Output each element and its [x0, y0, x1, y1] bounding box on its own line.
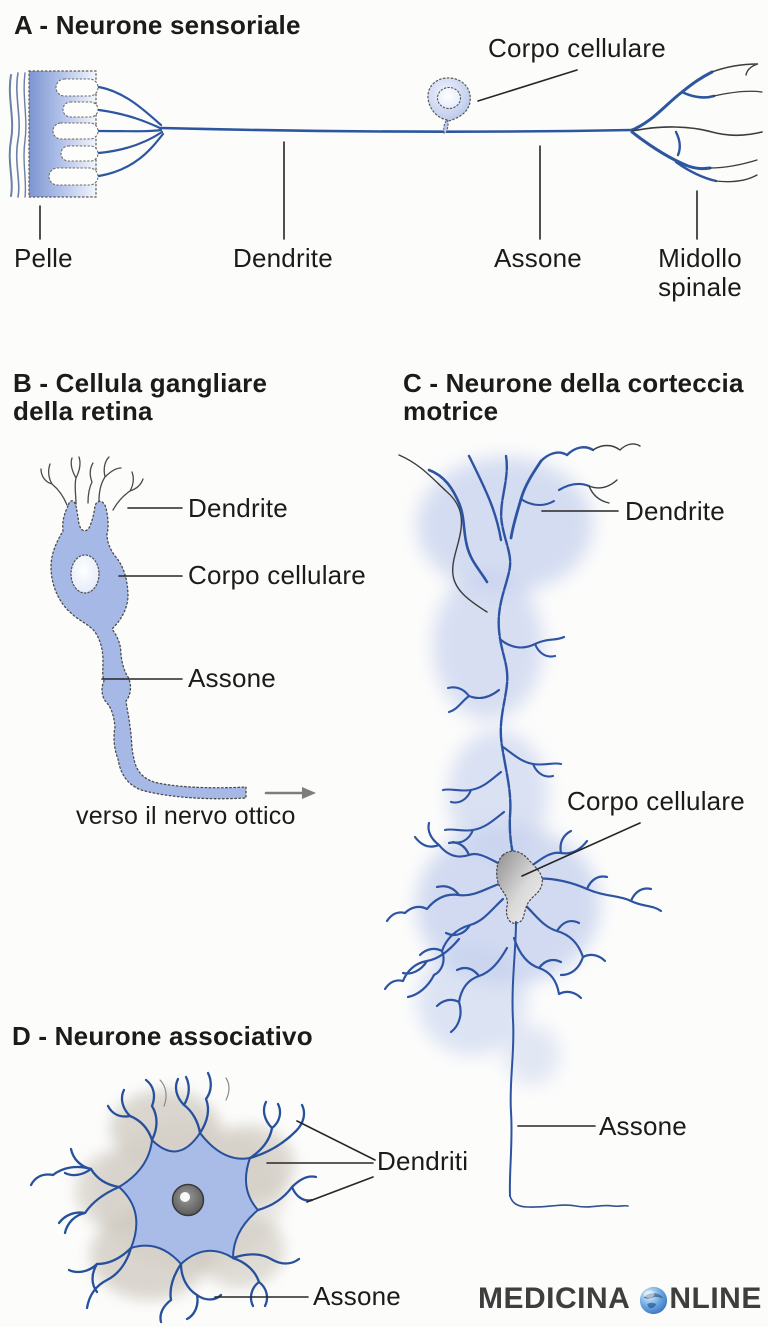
- nucleus-b: [70, 554, 100, 594]
- dendrite-axon-fiber: [159, 126, 634, 134]
- label-dendriti-d: Dendriti: [377, 1146, 469, 1176]
- label-dendrite-c: Dendrite: [625, 496, 725, 526]
- label-dendrite-b: Dendrite: [188, 493, 288, 523]
- panel-d-drawing: [29, 1071, 376, 1324]
- label-assone-c: Assone: [599, 1111, 687, 1141]
- label-corpo-cellulare-b: Corpo cellulare: [188, 560, 366, 590]
- basal-branches-c: [383, 821, 663, 1034]
- label-pelle: Pelle: [14, 243, 73, 273]
- watermark-nline: NLINE: [669, 1282, 762, 1315]
- panel-b-title: B - Cellula gangliare della retina: [13, 368, 268, 427]
- panel-a-pointer-lines: [39, 69, 698, 240]
- label-midollo-spinale: Midollo spinale: [658, 243, 742, 302]
- spinal-terminals: [630, 63, 763, 183]
- panel-c-drawing: [383, 443, 663, 1208]
- gray-twigs-d: [159, 1077, 230, 1107]
- direction-arrow-icon: [264, 787, 316, 799]
- label-assone-a: Assone: [494, 243, 582, 273]
- cloud-shading-c: [416, 457, 600, 1085]
- branches-d: [29, 1071, 318, 1324]
- label-corpo-cellulare-a: Corpo cellulare: [488, 33, 666, 63]
- skin-block: [8, 70, 99, 198]
- panel-a-drawing: [8, 63, 763, 240]
- panel-b-pointer-lines: [101, 507, 183, 680]
- label-corpo-cellulare-c: Corpo cellulare: [567, 786, 745, 816]
- mid-branches-c: [441, 635, 566, 844]
- apical-dendrite-trunk: [497, 454, 517, 866]
- dendrite-twigs-b: [40, 456, 144, 511]
- watermark: MEDICINA NLINE: [478, 1282, 762, 1316]
- label-assone-b: Assone: [188, 663, 276, 693]
- cell-body-a: [427, 77, 471, 134]
- receptor-endings: [97, 85, 165, 178]
- panel-c-pointer-lines: [517, 510, 641, 1127]
- panel-b-drawing: [40, 456, 316, 800]
- cell-silhouette-b: [50, 500, 247, 800]
- label-assone-d: Assone: [313, 1281, 401, 1311]
- panel-d-title: D - Neurone associativo: [12, 1021, 313, 1051]
- label-verso-nervo-ottico: verso il nervo ottico: [76, 802, 296, 830]
- label-dendrite-a: Dendrite: [233, 243, 333, 273]
- globe-icon: [640, 1286, 668, 1315]
- nucleolus-d: [180, 1192, 190, 1202]
- panel-d-pointer-lines: [214, 1120, 376, 1298]
- apical-fan: [398, 443, 641, 613]
- axon-c-terminal: [509, 1195, 629, 1208]
- cell-body-c: [496, 850, 543, 924]
- axon-c: [508, 921, 517, 1197]
- watermark-medicina: MEDICINA: [478, 1282, 631, 1315]
- panel-c-title: C - Neurone della corteccia motrice: [403, 368, 744, 427]
- panel-a-title: A - Neurone sensoriale: [14, 10, 301, 40]
